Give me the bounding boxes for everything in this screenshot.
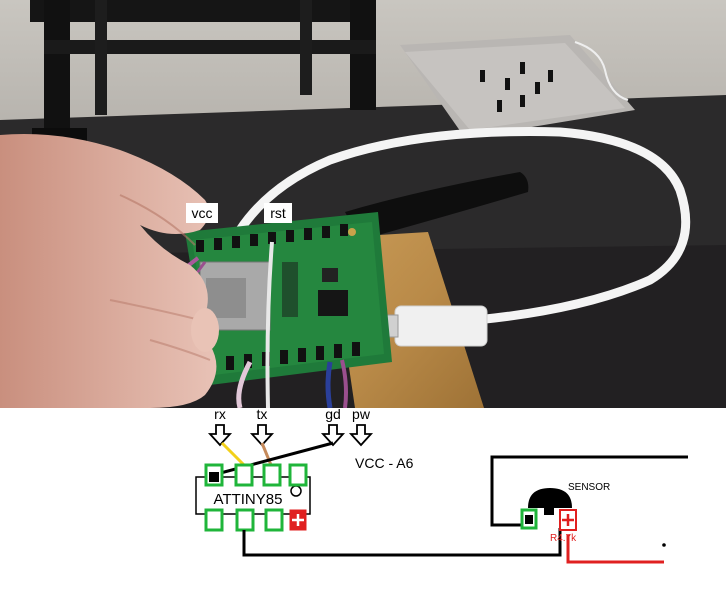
- sensor-label: SENSOR: [568, 482, 610, 493]
- pad-bottom-1: [204, 508, 224, 532]
- pad-top-3: [262, 463, 282, 487]
- white-wire-rst: [265, 241, 274, 409]
- pink-wire: [236, 360, 253, 409]
- pad-top-1-ground-fill: [209, 472, 219, 482]
- chip-label: ATTINY85: [214, 491, 283, 508]
- sensor-plus-icon: [562, 514, 574, 526]
- blue-wire: [325, 361, 333, 409]
- antenna: [345, 172, 529, 240]
- pad-bottom-2: [235, 508, 255, 532]
- plus-icon: [292, 514, 304, 526]
- pad-bottom-3: [264, 508, 284, 532]
- rst-label: rst: [264, 203, 292, 223]
- chip: [318, 290, 348, 316]
- gsm-module-board: [185, 212, 392, 385]
- wire-end-dot: [662, 543, 666, 547]
- chip-top-pads: [204, 463, 308, 487]
- arrow-down-tx-icon: [249, 424, 275, 447]
- rx-wire: [220, 441, 246, 467]
- usb-cable: [235, 127, 691, 330]
- pin-label-rx: rx: [214, 406, 226, 422]
- pad-top-4: [288, 463, 308, 487]
- resistor-label: R4.7k: [550, 533, 577, 544]
- pad-top-2: [234, 463, 254, 487]
- vcc-label: vcc: [186, 203, 218, 223]
- photo: vcc rst: [0, 0, 726, 409]
- chip-notch: [290, 485, 302, 497]
- usb-plug: [394, 305, 488, 347]
- pin-label-gd: gd: [325, 406, 341, 422]
- foam-pad: [400, 35, 635, 138]
- svg-text:vcc: vcc: [192, 205, 213, 221]
- sensor-ground-wire: [490, 455, 688, 527]
- svg-text:rst: rst: [270, 205, 286, 221]
- ground-wire: [212, 441, 334, 477]
- hand: [0, 134, 219, 408]
- data-wire: [242, 528, 562, 557]
- sensor-pad-ground-fill: [525, 515, 533, 524]
- arrow-down-rx-icon: [207, 424, 233, 447]
- sensor-body: [528, 488, 572, 508]
- chip-small: [322, 268, 338, 282]
- stool: [30, 0, 376, 150]
- chip-bottom-pads: [204, 508, 307, 532]
- pin-label-pw: pw: [352, 406, 371, 422]
- arrow-down-gd-icon: [320, 424, 346, 447]
- pin-label-tx: tx: [257, 406, 268, 422]
- vcc-a6-annotation: VCC - A6: [355, 455, 414, 471]
- arrow-down-pw-icon: [348, 424, 374, 447]
- purple-wire-right: [340, 359, 348, 409]
- sensor-power-wire: [566, 535, 664, 564]
